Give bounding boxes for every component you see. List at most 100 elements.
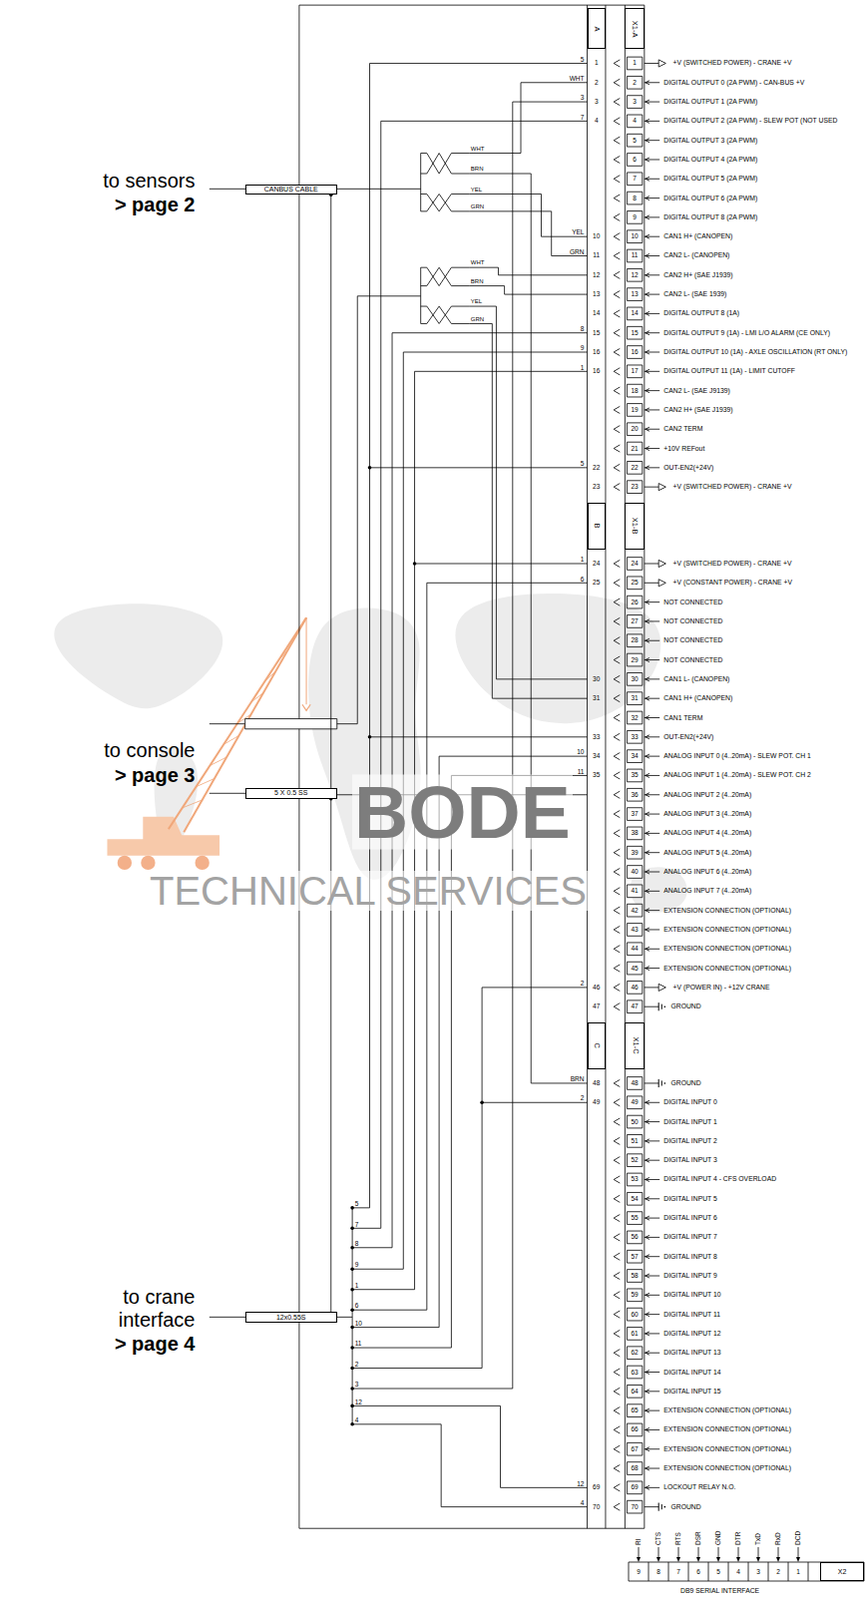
pin-function: DIGITAL INPUT 5 (663, 1195, 718, 1204)
box-text: 12x0.55S (276, 1313, 307, 1322)
db9-pin-number: 7 (676, 1568, 681, 1576)
pin-number: 20 (630, 425, 638, 433)
db9-pin-arrow (676, 1557, 681, 1563)
cable-destination: to crane interface (84, 1286, 195, 1332)
pin-function: DIGITAL INPUT 7 (663, 1233, 718, 1242)
wire-number: 6 (580, 574, 585, 582)
signal-name: GND (714, 1531, 722, 1546)
pin-number: 26 (630, 598, 638, 606)
crane-boom-lattice (196, 778, 215, 787)
wire (352, 371, 587, 1290)
pin-function: EXTENSION CONNECTION (OPTIONAL) (663, 1464, 792, 1473)
cable-destination: to console (103, 739, 195, 762)
wire-number: 9 (355, 1261, 360, 1269)
pin-contact-symbol (613, 136, 620, 144)
junction-dot (350, 1366, 355, 1371)
pin-number: 11 (631, 252, 639, 260)
pin-function: DIGITAL OUTPUT 8 (1A) (663, 309, 740, 318)
wire (352, 352, 587, 1270)
pin-function: DIGITAL INPUT 2 (663, 1137, 718, 1145)
junction-dot (350, 1386, 355, 1391)
pin-box (626, 346, 642, 360)
db9-pin-number: 5 (716, 1568, 721, 1576)
pin-number: 53 (630, 1176, 638, 1184)
pin-function: +V (CONSTANT POWER) - CRANE +V (673, 578, 793, 586)
pin-function: EXTENSION CONNECTION (OPTIONAL) (663, 1425, 792, 1433)
junction-dot (368, 735, 373, 740)
crane-wheel (140, 856, 155, 870)
pin-number: 44 (630, 945, 638, 953)
signal-name: RxD (774, 1532, 782, 1546)
twisted-pair (421, 267, 470, 286)
pin-function: DIGITAL INPUT 3 (663, 1156, 718, 1165)
pin-function: DIGITAL INPUT 1 (663, 1118, 718, 1126)
db9-pin-arrow (718, 1547, 720, 1559)
pin-contact-symbol (613, 463, 620, 471)
db9-cell-divider (648, 1562, 650, 1582)
pin-number: 62 (630, 1348, 638, 1356)
pin-number: 66 (630, 1426, 638, 1434)
pin-number: 38 (630, 830, 638, 838)
pin-box (626, 711, 642, 725)
pin-number: 15 (630, 329, 638, 337)
pin-function: NOT CONNECTED (663, 617, 723, 625)
db9-cell-divider (688, 1562, 690, 1582)
signal-name: TxD (754, 1533, 762, 1546)
connector-header: B (587, 502, 606, 550)
signal-name: RTS (674, 1532, 682, 1546)
pin-box (626, 1442, 642, 1456)
db9-pin-number: 2 (776, 1568, 781, 1576)
pin-function: +V (SWITCHED POWER) - CRANE +V (673, 58, 793, 67)
pin-number: 48 (630, 1079, 638, 1087)
pin-contact-symbol (613, 945, 620, 953)
pin-function: ANALOG INPUT 2 (4..20mA) (663, 791, 752, 800)
cable-box: CANBUS CABLE (245, 184, 338, 196)
pin-contact-symbol (613, 617, 620, 625)
pin-number: 59 (630, 1292, 638, 1300)
pin-number: 25 (630, 579, 638, 587)
db9-pin-arrow (796, 1557, 801, 1563)
wire-number: 12 (576, 1479, 584, 1487)
pin-box (626, 1327, 642, 1341)
plug-pin-number: 35 (592, 772, 600, 780)
plug-pin-number: 11 (592, 252, 600, 260)
connector-header: X1-C (624, 1022, 644, 1070)
wire-number: 8 (580, 324, 585, 332)
pin-contact-symbol (613, 1234, 620, 1242)
pin-number: 36 (630, 791, 638, 799)
crane-hook-line (306, 617, 308, 705)
ground-symbol (664, 1506, 667, 1509)
pin-function: DIGITAL OUTPUT 5 (2A PWM) (663, 174, 758, 183)
wire-number: 9 (355, 1261, 360, 1269)
db9-pin-arrow (636, 1557, 641, 1563)
pin-function: ANALOG INPUT 1 (4..20mA) - SLEW POT. CH … (663, 771, 812, 780)
pin-function: +10V REFout (663, 444, 705, 452)
pin-contact-symbol (613, 1407, 620, 1415)
pin-box (626, 903, 642, 917)
wire-number: 11 (577, 767, 585, 775)
pin-function: EXTENSION CONNECTION (OPTIONAL) (663, 1406, 792, 1414)
wire (469, 323, 588, 699)
pin-number: 35 (630, 772, 638, 780)
pin-lead-arrow (645, 869, 650, 874)
frame-line (299, 4, 645, 1529)
pin-function: DIGITAL OUTPUT 2 (2A PWM) - SLEW POT (NO… (663, 116, 838, 125)
pin-number: 48 (630, 1079, 638, 1087)
pin-box (626, 923, 642, 937)
wire-number: 12 (576, 1479, 584, 1487)
db9-pin-number: 1 (796, 1568, 801, 1576)
pin-lead-arrow (645, 715, 650, 720)
pin-number: 39 (630, 849, 638, 857)
pin-function: LOCKOUT RELAY N.O. (663, 1483, 736, 1492)
db9-pin-number: 9 (636, 1568, 641, 1576)
wire-number: 11 (577, 767, 585, 775)
pin-number: 16 (630, 348, 638, 356)
pin-number: 56 (630, 1234, 638, 1242)
wire-number: WHT (569, 73, 585, 81)
pin-function: ANALOG INPUT 7 (4..20mA) (663, 886, 752, 895)
pin-lead-arrow (645, 927, 650, 932)
pin-lead-arrow (645, 1139, 650, 1144)
connector-header: X1-B (624, 502, 644, 550)
pin-contact-symbol (613, 1215, 620, 1223)
pin-lead-arrow (645, 1485, 650, 1490)
